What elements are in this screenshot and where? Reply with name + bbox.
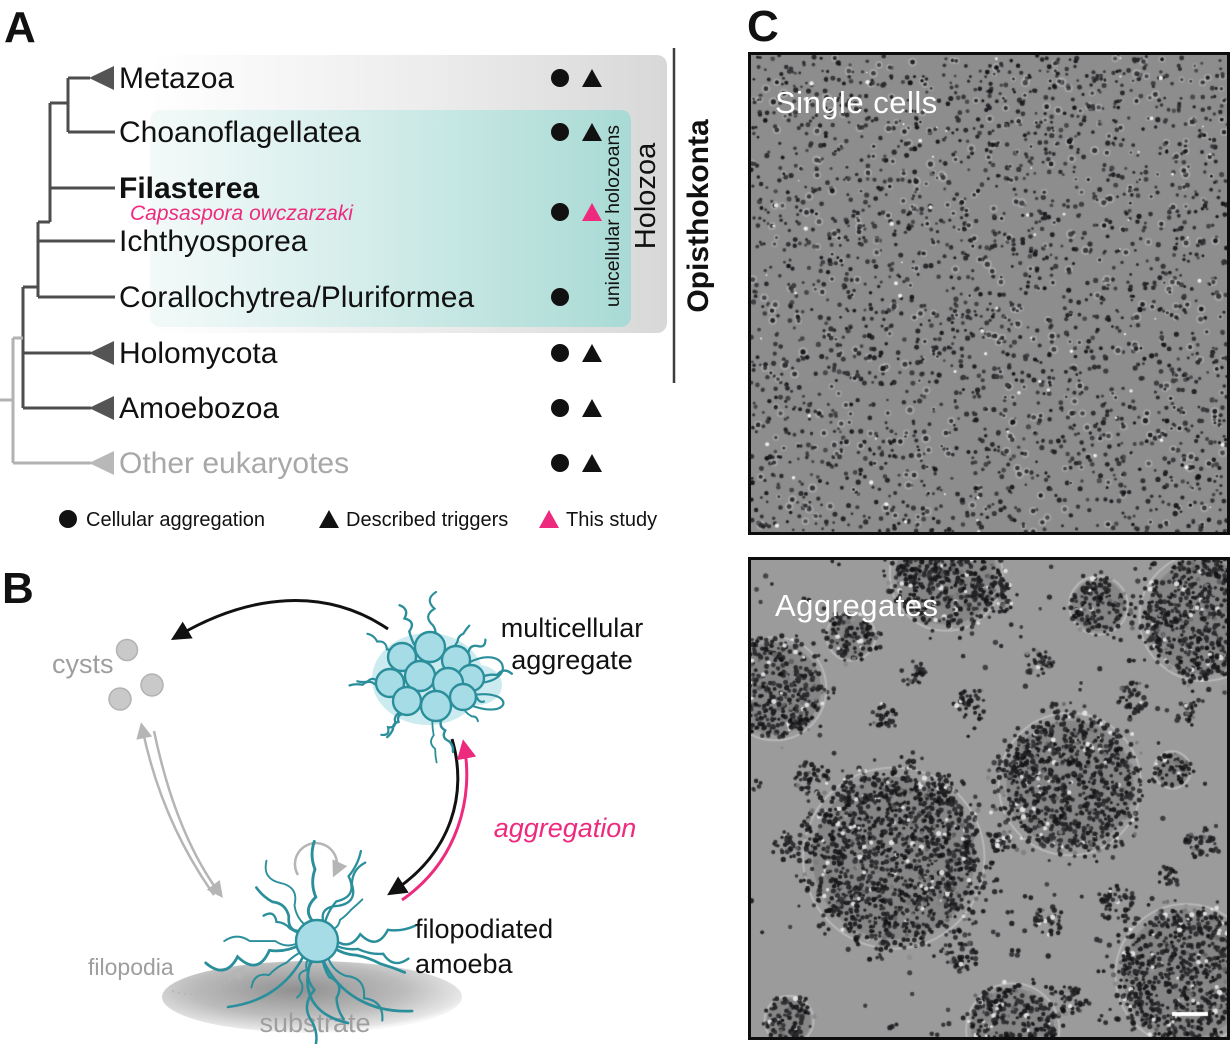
taxon-other-eukaryotes: Other eukaryotes [119,447,349,480]
trigger-triangle [582,69,602,87]
amoeba-leg-filopodium [226,953,306,1009]
aggregation-dot [551,203,569,221]
amoeba-filopodia [204,839,417,1044]
aggregation-arrow [401,739,477,902]
aggregate-cell [448,682,478,712]
filopodium [398,604,416,646]
taxon-choanoflagellatea: Choanoflagellatea [119,116,361,149]
metazoa-clade-triangle [89,66,114,90]
single-cells-micrograph [748,52,1230,535]
amoeba-label-line1: filopodiated [415,914,553,944]
aggregate-cell [413,630,447,664]
aggregate-cell [391,685,423,717]
filopodium [255,886,307,933]
filopodium [264,859,310,929]
taxon-holomycota: Holomycota [119,337,278,370]
filopodium [326,952,384,1022]
amoeba-to-cysts-arrow [136,722,216,896]
taxon-corallochytrea: Corallochytrea/Pluriformea [119,281,474,314]
aggregate-to-amoeba-arrow [387,738,460,896]
multicellular-aggregate-drawing [348,590,513,764]
panel-c-letter: C [747,2,779,51]
unicellular-holozoans-box [150,110,631,327]
legend-triangle-icon [319,510,339,528]
filopodium [250,949,305,989]
amoeba-body [294,918,340,964]
trigger-triangle [582,123,602,141]
legend-pink-triangle-icon [539,510,559,528]
aggregate-label-line1: multicellular [501,613,644,643]
tree-branches-dark [21,76,115,410]
legend-dot-icon [59,510,77,528]
holomycota-clade-triangle [89,341,114,365]
aggregate-to-cysts-arrow [170,599,389,640]
aggregate-loop-filopodium [466,656,504,685]
panel-b-life-cycle: B substrate cysts [2,564,644,1044]
filopodium [296,955,313,999]
aggregation-dot [551,288,569,306]
aggregation-label: aggregation [494,813,637,843]
legend-this-study: This study [566,509,657,531]
aggregate-cell [386,641,418,673]
legend-described-triggers: Described triggers [346,509,508,531]
amoeba-leg-filopodium [306,955,350,1025]
trait-markers [551,69,602,472]
trigger-triangle [582,454,602,472]
opisthokonta-label: Opisthokonta [682,119,715,313]
filopodium [327,898,364,932]
panel-a-legend: Cellular aggregation Described triggers … [59,509,657,531]
taxon-capsaspora: Capsaspora owczarzaki [130,202,354,225]
legend-cellular-aggregation: Cellular aggregation [86,509,265,531]
aggregation-dot [551,123,569,141]
filopodium [223,935,302,947]
panel-a-phylogeny: A Metazoa Choanoflagellatea Filasterea C… [0,3,715,531]
filopodium [321,861,367,929]
cysts-to-amoeba-arrow [152,730,223,898]
aggregation-dot [551,454,569,472]
aggregation-dot [551,69,569,87]
aggregate-loop-filopodium [468,693,505,711]
cyst [115,638,139,662]
filopodium [380,710,403,737]
panel-a-letter: A [4,3,36,52]
taxon-metazoa: Metazoa [119,62,234,95]
trigger-triangle [582,399,602,417]
aggregates-micrograph [748,557,1230,1040]
trigger-triangle [582,344,602,362]
holozoa-label: Holozoa [630,142,662,249]
other-eukaryotes-clade-triangle [89,451,114,475]
aggregate-cell [419,689,453,723]
tree-branches-muted [0,336,91,465]
this-study-triangle [582,203,602,221]
filopodia-pointer-arrow [171,966,245,996]
cyst [108,687,132,711]
aggregates-caption: Aggregates [775,588,939,623]
taxon-ichthyosporea: Ichthyosporea [119,225,308,258]
filopodium [330,945,407,974]
filopodiated-amoeba-drawing [204,839,417,1044]
filopodia-label: filopodia [88,954,174,980]
filopodium [331,942,410,965]
filopodium [439,718,455,754]
filopodium [430,720,438,764]
taxon-amoebozoa: Amoebozoa [119,392,279,425]
cysts-label: cysts [52,649,114,679]
taxon-filasterea: Filasterea [119,172,259,205]
filopodium [322,849,363,928]
amoeba-label-line2: amoeba [415,949,514,979]
amoeba-leg-filopodium [320,956,414,1013]
cyst [140,673,164,697]
unicellular-holozoans-label: unicellular holozoans [602,125,624,307]
aggregate-label-line2: aggregate [511,645,633,675]
filopodium [306,839,319,927]
panel-b-letter: B [2,564,34,613]
amoebozoa-clade-triangle [89,396,114,420]
filopodium [204,942,303,972]
cysts-group [108,638,164,711]
aggregation-dot [551,344,569,362]
aggregation-dot [551,399,569,417]
filopodium [331,924,417,946]
single-cells-caption: Single cells [775,85,938,120]
